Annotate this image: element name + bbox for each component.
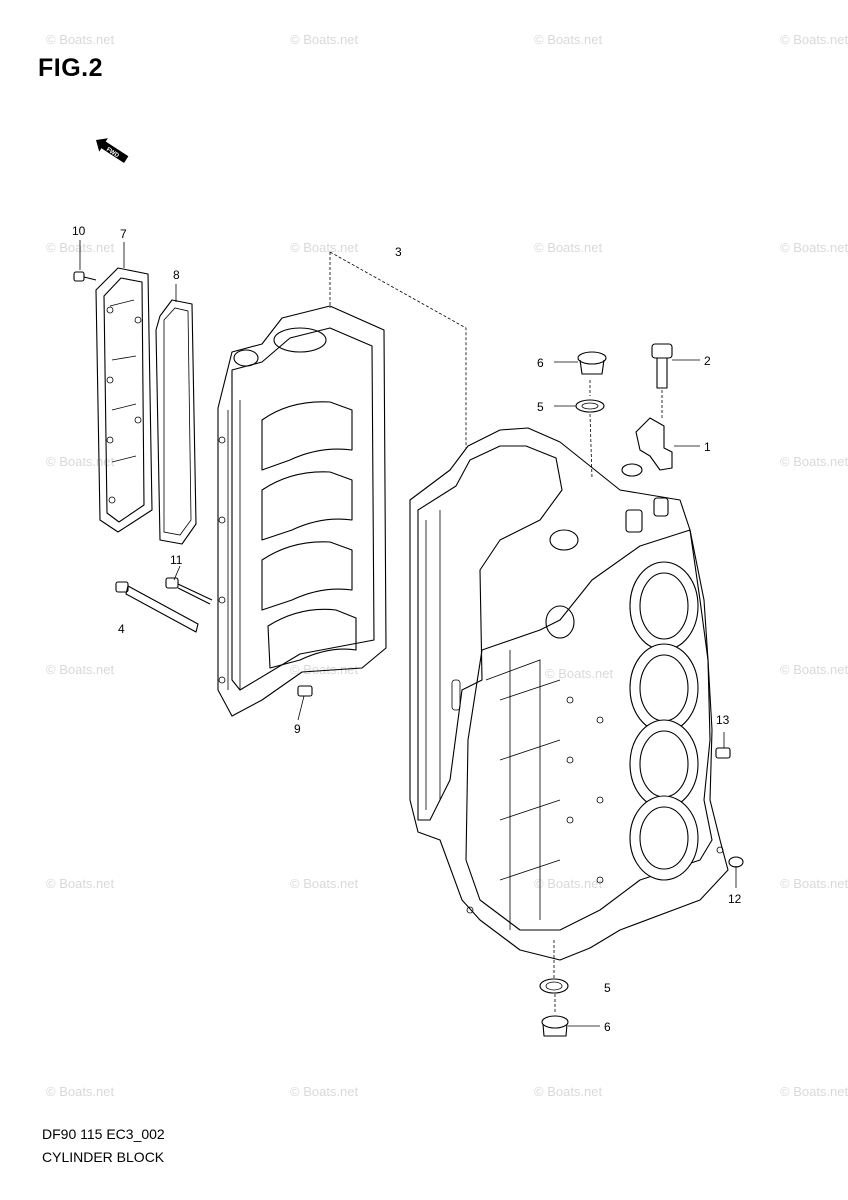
watermark: © Boats.net: [780, 662, 848, 677]
callout-2: 2: [704, 354, 711, 368]
watermark: © Boats.net: [46, 662, 115, 677]
fwd-arrow-icon: FWD: [96, 138, 129, 163]
callout-7: 7: [120, 227, 127, 241]
washer-5-bottom: [539, 978, 569, 994]
watermark: © Boats.net: [290, 876, 359, 891]
diagram-name: CYLINDER BLOCK: [42, 1149, 165, 1165]
watermark: © Boats.net: [46, 876, 115, 891]
watermark: © Boats.net: [780, 32, 848, 47]
cylinder-cover-7: [95, 267, 153, 533]
watermark: © Boats.net: [780, 1084, 848, 1099]
callout-12: 12: [728, 892, 742, 906]
callout-8: 8: [173, 268, 180, 282]
pin-13: [715, 747, 731, 759]
watermark: © Boats.net: [290, 32, 359, 47]
callout-9: 9: [294, 722, 301, 736]
watermark: © Boats.net: [46, 32, 115, 47]
plug-12: [728, 856, 744, 868]
callout-5-bottom: 5: [604, 981, 611, 995]
gasket-8: [155, 299, 197, 545]
watermark: © Boats.net: [46, 454, 115, 469]
watermark: © Boats.net: [46, 1084, 115, 1099]
callout-10: 10: [72, 224, 86, 238]
washer-5-top: [575, 399, 605, 413]
bolt-2: [651, 343, 673, 389]
callout-6-bottom: 6: [604, 1020, 611, 1034]
pin-9: [297, 685, 313, 697]
callout-6-top: 6: [537, 356, 544, 370]
callout-11: 11: [170, 553, 183, 567]
leader-lines: [79, 240, 737, 1027]
callout-13: 13: [716, 713, 730, 727]
bolt-10: [73, 271, 97, 282]
cylinder-block-3-head: [217, 305, 387, 717]
bolt-11: [165, 577, 213, 605]
watermark: © Boats.net: [534, 1084, 603, 1099]
bracket-1: [621, 417, 673, 477]
watermark: © Boats.net: [290, 1084, 359, 1099]
watermark: © Boats.net: [780, 876, 848, 891]
plug-6-top: [577, 351, 607, 375]
watermark: © Boats.net: [545, 666, 614, 681]
watermark: © Boats.net: [780, 454, 848, 469]
watermark: © Boats.net: [290, 240, 359, 255]
callout-labels: 10 7 8 3 6 5 2 1 11 4 9 13 12 5 6: [72, 224, 742, 1034]
callout-5-top: 5: [537, 400, 544, 414]
plug-6-bottom: [541, 1015, 569, 1037]
callout-1: 1: [704, 440, 711, 454]
figure-title: FIG.2: [38, 54, 104, 82]
watermark: © Boats.net: [534, 32, 603, 47]
bolt-4: [115, 581, 199, 633]
diagram-code: DF90 115 EC3_002: [42, 1126, 165, 1142]
watermark: © Boats.net: [780, 240, 848, 255]
cylinder-block-3-main: [409, 427, 729, 961]
watermark: © Boats.net: [534, 240, 603, 255]
callout-4: 4: [118, 622, 125, 636]
watermark: © Boats.net: [534, 876, 603, 891]
callout-3: 3: [395, 245, 402, 259]
watermark-layer: © Boats.net © Boats.net © Boats.net © Bo…: [46, 32, 848, 1099]
watermark: © Boats.net: [290, 662, 359, 677]
